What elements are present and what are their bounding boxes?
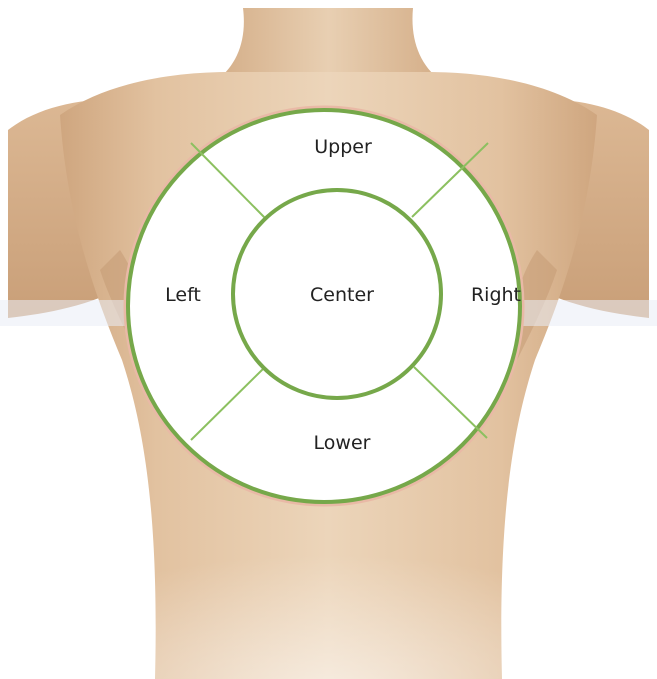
label-left: Left (165, 284, 201, 306)
label-center: Center (310, 284, 374, 306)
label-lower: Lower (314, 432, 371, 454)
label-upper: Upper (314, 136, 372, 158)
label-right: Right (471, 284, 521, 306)
quadrant-diagram: Upper Left Center Right Lower (125, 107, 523, 505)
neck (217, 8, 440, 80)
